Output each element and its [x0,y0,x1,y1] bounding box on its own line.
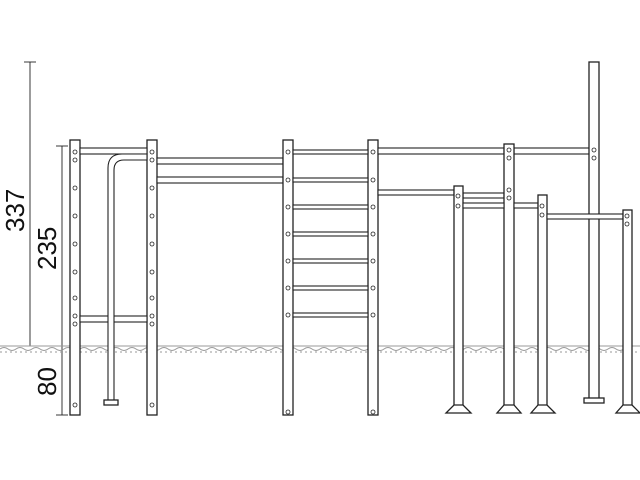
mid-bar-left [377,189,455,196]
long-top-bar-extension [513,147,591,155]
ladder-rung [292,149,369,155]
frame-post-right [146,139,158,416]
base-plate-short [529,404,557,414]
frame-post-left [69,139,81,416]
ground-line [0,345,640,353]
tall-post-foot [583,397,605,404]
above-ground-label: 235 [32,227,62,270]
frame-inner-arch [107,153,148,406]
parallel-bars-section [377,143,557,414]
connecting-bars [156,157,284,184]
end-post [622,209,633,411]
base-plate-center [495,404,523,414]
dip-bar [546,213,624,220]
total-height-label: 337 [0,189,30,232]
ladder-section [282,139,379,416]
ladder-rung [292,231,369,237]
lower-connecting-bar [156,176,284,184]
tall-post-section [546,61,640,414]
dimension-labels: 337 235 80 [0,189,62,396]
ladder-rung [292,312,369,318]
low-bar-right [513,202,539,209]
ladder-rung [292,258,369,264]
mid-bar-right [462,192,505,199]
base-plate-left [444,404,473,414]
tall-post-bolts [591,147,630,227]
ladder-rung [292,177,369,183]
parallel-post-center [503,143,515,411]
parallel-post-left [453,185,464,411]
inner-foot [103,399,119,406]
ladder-rung [292,204,369,210]
parallel-bolts [455,147,545,218]
below-ground-label: 80 [32,367,62,396]
top-connecting-bar [156,157,284,165]
short-post [537,194,548,411]
long-top-bar [377,147,505,155]
dimension-lines [24,61,68,416]
ladder-bolts [285,149,376,415]
frame-top-rail [79,147,148,155]
ladder-post-left [282,139,294,416]
base-plate-end [614,404,640,414]
low-bar-mid [462,202,505,209]
ladder-post-right [367,139,379,416]
tall-post [588,61,600,403]
ladder-rung [292,285,369,291]
climbing-frame [69,139,158,416]
upper-pull-up-bar [377,147,591,155]
frame-bolts [72,149,155,408]
